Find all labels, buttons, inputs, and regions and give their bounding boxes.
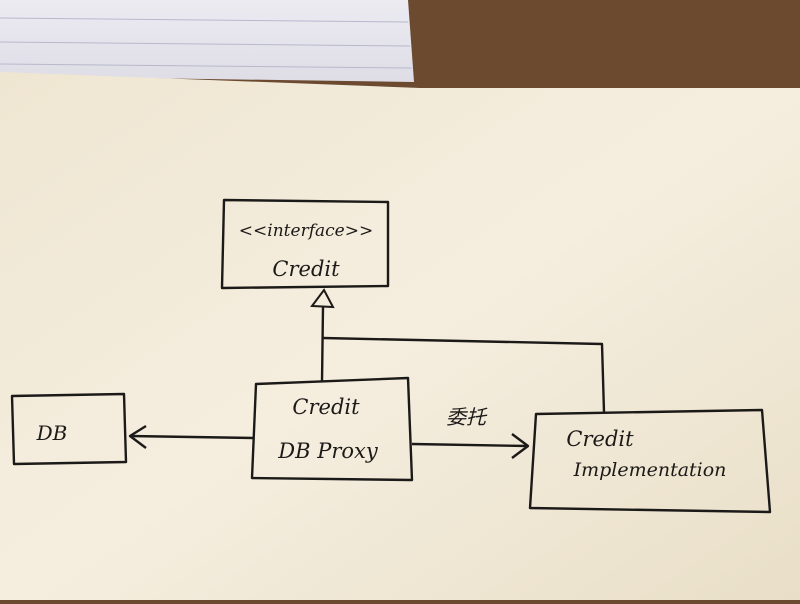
db-node: DB xyxy=(10,392,128,466)
proxy-box xyxy=(250,376,414,482)
realization-triangle-icon xyxy=(310,288,335,309)
impl-box xyxy=(528,408,772,514)
proxy-to-impl-arrow: 委托 xyxy=(411,405,530,459)
impl-realization-line xyxy=(322,336,606,413)
proxy-line1-label: Credit xyxy=(292,395,360,419)
db-box xyxy=(10,392,128,466)
credit-implementation-node: Credit Implementation xyxy=(528,408,772,514)
proxy-realization-line xyxy=(320,306,325,383)
credit-db-proxy-node: Credit DB Proxy xyxy=(250,376,414,482)
interface-credit-node: <<interface>> Credit xyxy=(220,198,390,290)
interface-stereotype-label: <<interface>> xyxy=(239,221,373,241)
paper-sheet xyxy=(0,72,800,600)
delegation-label: 委托 xyxy=(446,405,488,429)
arrowhead-right-icon xyxy=(511,433,530,459)
impl-line1-label: Credit xyxy=(566,427,634,451)
arrowhead-left-icon xyxy=(128,424,147,449)
db-name-label: DB xyxy=(36,421,68,445)
impl-line2-label: Implementation xyxy=(573,459,727,481)
proxy-to-db-arrow xyxy=(128,424,255,449)
proxy-line2-label: DB Proxy xyxy=(277,439,379,463)
interface-name-label: Credit xyxy=(272,257,340,281)
interface-box xyxy=(220,198,390,290)
notebook xyxy=(0,0,414,82)
